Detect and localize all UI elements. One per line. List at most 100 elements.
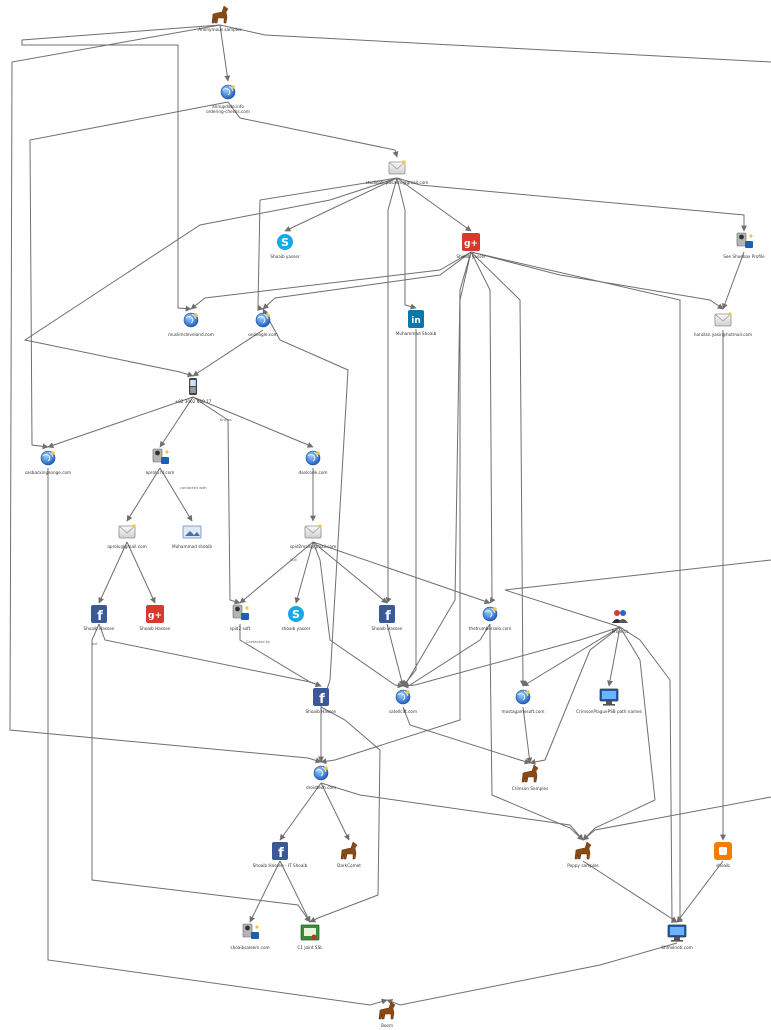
globe-icon: [313, 765, 329, 781]
edge-labels-layer: contacted with Knows ext Sub Contacted b…: [92, 418, 298, 646]
edge-label: Contacted by: [246, 640, 271, 644]
graph-node[interactable]: C1 Joint SSL: [297, 924, 323, 950]
edge-link: [320, 251, 472, 765]
globe-icon: [183, 312, 199, 328]
edge-link: [312, 541, 491, 605]
globe-icon: [482, 606, 498, 622]
email-icon: [388, 160, 406, 175]
edge-link: [239, 541, 314, 604]
node-label: Boom: [381, 1023, 393, 1028]
person-icon: [242, 923, 259, 939]
graph-node[interactable]: Projects: [612, 610, 629, 634]
edge-link: [385, 177, 398, 604]
nodes-layer: Anonymous samples annupdate.infoordering-…: [25, 5, 765, 1028]
graph-node[interactable]: muslimcleveland.com: [168, 312, 214, 337]
blogger-icon: [714, 842, 732, 860]
edge-link: [489, 624, 584, 841]
node-label: Muhammad Shoaib: [396, 331, 437, 336]
graph-node[interactable]: spid2mail@gmail.com: [290, 524, 336, 549]
edge-link: [262, 251, 472, 310]
node-label: spid2 soft: [230, 626, 251, 631]
node-label: aprolu@gmail.com: [107, 544, 146, 549]
node-label: CrimsonPlaguePSB path names: [576, 709, 642, 714]
node-label: dselcode.com: [299, 470, 328, 475]
edge-link: [98, 541, 128, 604]
node-label: mostagamesoft.com: [502, 709, 545, 714]
node-label: See Shoebox Profile: [723, 254, 765, 259]
graph-node[interactable]: S Shoaib yasser: [270, 234, 300, 259]
edge-link: [284, 177, 398, 232]
graph-node[interactable]: spid2 soft: [230, 604, 251, 631]
globe-icon: [40, 450, 56, 466]
svg-text:g+: g+: [148, 611, 162, 621]
svg-text:f: f: [97, 609, 103, 624]
graph-node[interactable]: Crimson Samples: [512, 764, 549, 791]
edge-link: [320, 782, 350, 841]
graph-node[interactable]: hanzlan.yasir@hotmail.com: [694, 312, 752, 337]
graph-node[interactable]: thetrumbersolo.com: [469, 606, 512, 631]
svg-text:S: S: [281, 236, 289, 249]
edge-label: Sub: [290, 558, 298, 562]
horse-icon: [211, 5, 229, 24]
graph-node[interactable]: g+Shoaib Hassen: [140, 605, 171, 631]
edge-link: [219, 24, 771, 63]
graph-node[interactable]: sasbackingsonge.com: [25, 450, 71, 475]
edge-link: [402, 626, 621, 689]
globe-icon: [305, 450, 321, 466]
edge-link: [9, 24, 322, 764]
graph-node[interactable]: dselcode.com: [299, 450, 328, 475]
horse-icon: [378, 1001, 396, 1020]
node-label: onlinogle.com: [248, 332, 277, 337]
graph-node[interactable]: mostagamesoft.com: [502, 689, 545, 714]
edge-link: [607, 626, 621, 687]
email-icon: [304, 524, 322, 539]
edge-link: [320, 782, 584, 841]
node-label: spid2mail@gmail.com: [290, 544, 336, 549]
edge-link: [190, 251, 472, 310]
graph-node[interactable]: shoaibsaleem.com: [230, 923, 270, 950]
horse-icon: [340, 841, 358, 860]
globe-icon: [220, 84, 236, 100]
edge-link: [159, 467, 193, 522]
graph-node[interactable]: droidtech.com: [306, 765, 336, 790]
node-label: +92 3002 650 17: [175, 399, 212, 404]
graph-node[interactable]: Boom: [378, 1001, 396, 1028]
graph-node[interactable]: Muhammad shoaib: [172, 525, 212, 549]
graph-node[interactable]: See Shoebox Profile: [723, 232, 765, 259]
graph-node[interactable]: studioalli.pasaeni@gmail.com: [366, 160, 429, 185]
graph-node[interactable]: aprolu@gmail.com: [107, 524, 147, 549]
node-label: Shoaib yasser: [270, 254, 300, 259]
graph-node[interactable]: satellcift.com: [389, 689, 417, 714]
graph-node[interactable]: shoaib: [714, 842, 732, 868]
node-label: sasbackingsonge.com: [25, 470, 71, 475]
edge-link: [219, 24, 231, 82]
edge-link: [470, 251, 684, 923]
graph-node[interactable]: Poppy samples: [567, 841, 599, 868]
graph-node[interactable]: DarkComet: [337, 841, 361, 868]
globe-icon: [255, 312, 271, 328]
graph-node[interactable]: aprolu.hl.com: [146, 448, 175, 475]
svg-text:f: f: [278, 846, 284, 861]
node-label: muslimcleveland.com: [168, 332, 214, 337]
graph-node[interactable]: Anonymous samples: [198, 5, 242, 32]
graph-node[interactable]: +92 3002 650 17: [175, 378, 212, 404]
globe-icon: [515, 689, 531, 705]
graph-node[interactable]: g+Shoaib yasser: [456, 233, 486, 259]
graph-node[interactable]: Shmolnoti.com: [661, 924, 693, 950]
node-label: satellcift.com: [389, 709, 417, 714]
edge-link: [722, 251, 745, 310]
edge-link: [402, 329, 417, 687]
graph-node[interactable]: CrimsonPlaguePSB path names: [576, 688, 642, 714]
edge-link: [257, 177, 398, 311]
node-label: droidtech.com: [306, 785, 336, 790]
edge-link: [192, 396, 241, 605]
graph-node[interactable]: onlinogle.com: [248, 312, 278, 337]
image-icon: [182, 525, 202, 539]
